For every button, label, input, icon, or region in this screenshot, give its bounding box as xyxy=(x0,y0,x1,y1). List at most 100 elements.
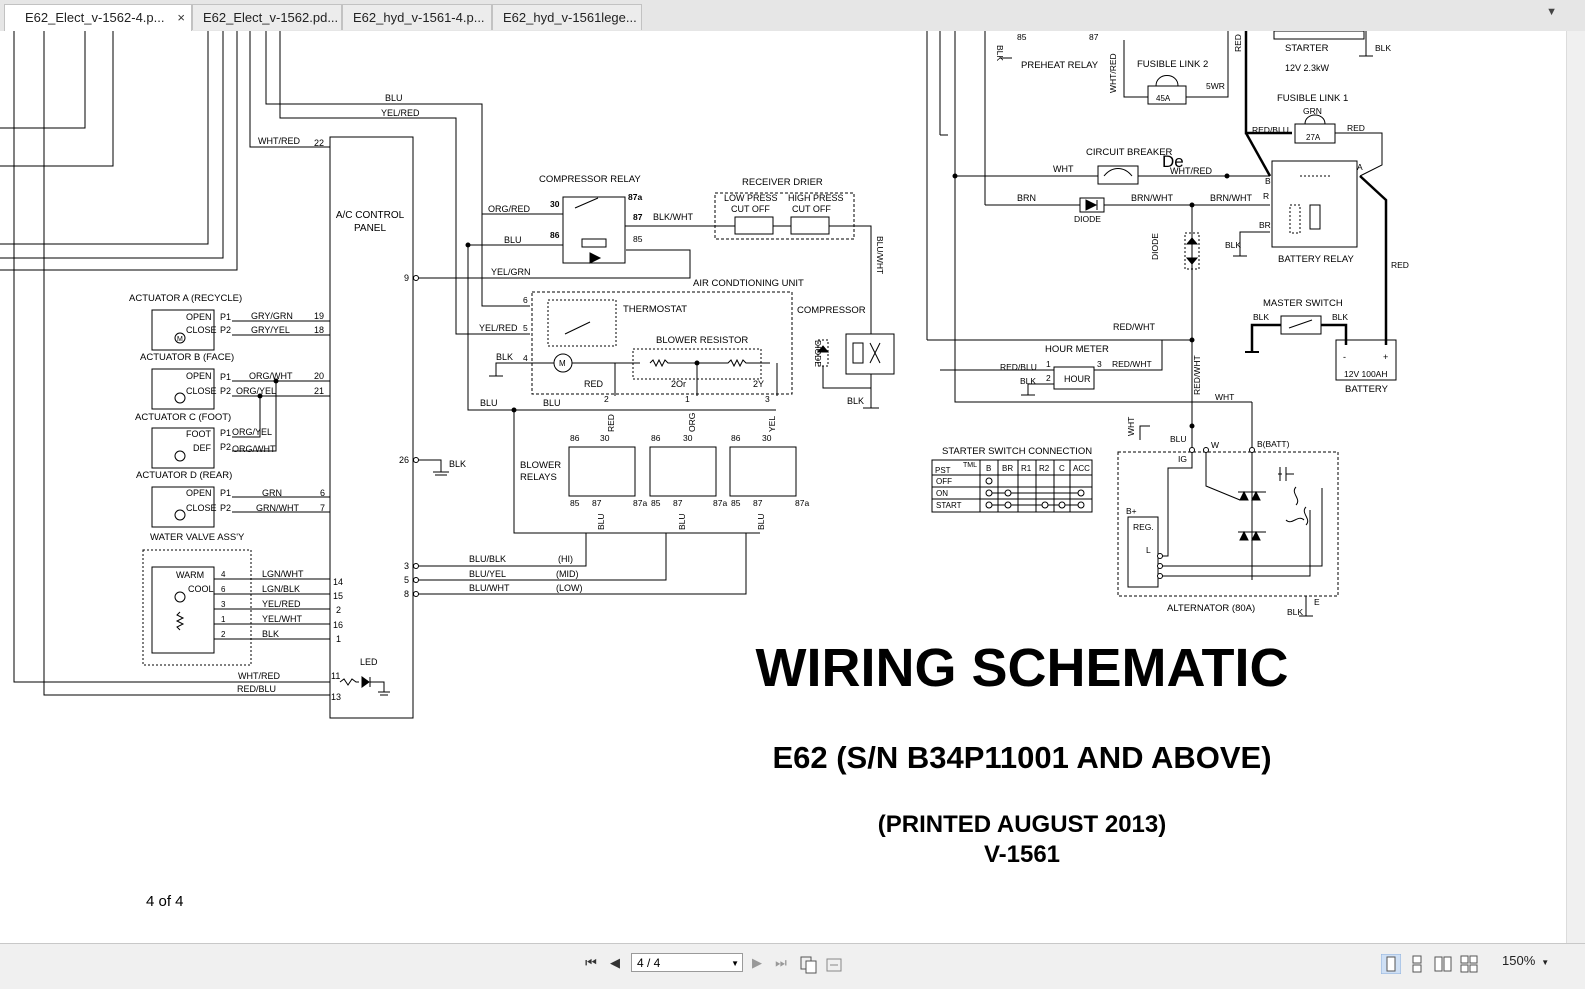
br3-85: 85 xyxy=(731,498,741,508)
hm-pin-1: 1 xyxy=(1046,359,1051,369)
blower-relays: BLOWER RELAYS 86 30 86 30 86 30 85 87 87… xyxy=(520,413,809,530)
br3-87: 87 xyxy=(753,498,763,508)
tab-e62-hyd-legend[interactable]: E62_hyd_v-1561lege... xyxy=(492,4,642,30)
pin-16: 16 xyxy=(333,620,343,630)
wire-wht-cb: WHT xyxy=(1053,164,1074,174)
def-label: DEF xyxy=(193,443,212,453)
prev-page-icon[interactable]: ◀ xyxy=(610,955,620,970)
zoom-select[interactable]: 150%▼ xyxy=(1502,953,1549,968)
low-press-cutoff: CUT OFF xyxy=(731,204,770,214)
tab-label: E62_Elect_v-1562.pd... xyxy=(203,10,339,25)
br3-30: 30 xyxy=(762,433,772,443)
water-valve: WATER VALVE ASS'Y WARM COOL 4 6 3 1 2 LG… xyxy=(142,532,343,666)
wv-pin-2: 2 xyxy=(221,630,226,639)
page-number-input[interactable]: 4 / 4 ▼ xyxy=(631,953,743,972)
hm-pin-2: 2 xyxy=(1046,373,1051,383)
pin-21: 21 xyxy=(314,386,324,396)
row-start: START xyxy=(936,501,962,510)
wire-yel-red-unit: YEL/RED xyxy=(479,323,518,333)
fl1-27a: 27A xyxy=(1306,133,1321,142)
receiver-drier-label: RECEIVER DRIER xyxy=(742,177,823,188)
page-number-value: 4 / 4 xyxy=(637,956,661,970)
actuator-b: ACTUATOR B (FACE) OPEN CLOSE P1 P2 ORG/W… xyxy=(140,352,330,452)
wv-pin-4: 4 xyxy=(221,570,226,579)
battery-relay-label: BATTERY RELAY xyxy=(1278,254,1355,265)
chevron-down-icon[interactable]: ▼ xyxy=(1541,958,1550,967)
wire-label-wht-red: WHT/RED xyxy=(258,136,300,146)
wire-label-yel-red: YEL/RED xyxy=(381,108,420,118)
tab-menu-chevron-icon[interactable]: ▼ xyxy=(1546,6,1557,18)
close-icon[interactable]: × xyxy=(177,10,185,25)
pin-18: 18 xyxy=(314,325,324,335)
pin-9: 9 xyxy=(404,273,409,283)
starter-switch-label: STARTER SWITCH CONNECTION xyxy=(942,446,1092,457)
wire-blk-ph: BLK xyxy=(995,45,1005,61)
blower-resistor-label: BLOWER RESISTOR xyxy=(656,335,748,346)
chevron-down-icon[interactable]: ▼ xyxy=(731,959,739,968)
alternator-label: ALTERNATOR (80A) xyxy=(1167,603,1255,614)
compressor-relay-label: COMPRESSOR RELAY xyxy=(539,174,641,185)
alt-reg: REG. xyxy=(1133,522,1154,532)
br2-87a: 87a xyxy=(713,498,727,508)
wire-blu-br1: BLU xyxy=(596,513,606,530)
open-label: OPEN xyxy=(186,371,212,381)
p2: P2 xyxy=(220,442,231,452)
printed-date: (PRINTED AUGUST 2013) xyxy=(878,811,1167,838)
continuous-view-icon[interactable] xyxy=(1407,954,1427,974)
wire-org-yel-c: ORG/YEL xyxy=(232,427,272,437)
water-valve-label: WATER VALVE ASS'Y xyxy=(150,532,245,543)
ac-unit-label: AIR CONDTIONING UNIT xyxy=(693,278,804,289)
batt-relay-b: B xyxy=(1265,176,1271,186)
cr-pin-87a: 87a xyxy=(628,192,642,202)
wire-blk-comp: BLK xyxy=(847,396,864,406)
vertical-scrollbar[interactable] xyxy=(1566,31,1585,943)
wire-grn-fl1: GRN xyxy=(1303,106,1322,116)
br3-86: 86 xyxy=(731,433,741,443)
circuit-breaker-label: CIRCUIT BREAKER xyxy=(1086,147,1173,158)
actuator-b-label: ACTUATOR B (FACE) xyxy=(140,352,234,363)
unit-pin-6: 6 xyxy=(523,295,528,305)
continuous-facing-view-icon[interactable] xyxy=(1459,954,1479,974)
fit-page-icon[interactable] xyxy=(798,954,818,974)
wire-red-top: RED xyxy=(1233,34,1243,52)
single-page-view-icon[interactable] xyxy=(1381,954,1401,974)
tab-label: E62_hyd_v-1561-4.p... xyxy=(353,10,485,25)
wire-wht-red-r: WHT/RED xyxy=(1108,53,1118,93)
p2: P2 xyxy=(220,503,231,513)
wire-lgn-wht: LGN/WHT xyxy=(262,569,304,579)
preheat-relay-label: PREHEAT RELAY xyxy=(1021,60,1099,71)
tml-header: TML xyxy=(963,462,977,469)
tab-e62-hyd-4[interactable]: E62_hyd_v-1561-4.p... xyxy=(342,4,492,30)
next-page-icon[interactable]: ▶ xyxy=(752,955,762,970)
high-press-cutoff: CUT OFF xyxy=(792,204,831,214)
tab-e62-elect[interactable]: E62_Elect_v-1562.pd... xyxy=(192,4,342,30)
fit-width-icon[interactable] xyxy=(824,954,844,974)
unit-pin-4: 4 xyxy=(523,353,528,363)
alt-bbatt: B(BATT) xyxy=(1257,439,1290,449)
cool-label: COOL xyxy=(188,584,214,594)
led-label: LED xyxy=(360,657,378,667)
wire-blu-br2: BLU xyxy=(677,513,687,530)
thermostat-label: THERMOSTAT xyxy=(623,304,687,315)
wire-wht-red-led: WHT/RED xyxy=(238,671,280,681)
last-page-icon[interactable]: ⏭ xyxy=(775,955,787,970)
hm-pin-3: 3 xyxy=(1097,359,1102,369)
first-page-icon[interactable]: ⏮ xyxy=(585,955,597,970)
alt-e: E xyxy=(1314,597,1320,607)
wire-blu-br3: BLU xyxy=(756,513,766,530)
ac-control-panel-box xyxy=(329,136,414,719)
diode-label-3: DIODE xyxy=(1150,233,1160,260)
br3-87a: 87a xyxy=(795,498,809,508)
alt-ig: IG xyxy=(1178,454,1187,464)
br1-85: 85 xyxy=(570,498,580,508)
wire-blk-br: BLK xyxy=(1225,240,1241,250)
pin-5: 5 xyxy=(404,575,409,585)
page-indicator: 4 of 4 xyxy=(146,893,184,910)
br1-86: 86 xyxy=(570,433,580,443)
unit-pin-5: 5 xyxy=(523,323,528,333)
tab-e62-elect-4[interactable]: E62_Elect_v-1562-4.p... × xyxy=(4,4,192,32)
fl2-45a: 45A xyxy=(1156,94,1171,103)
pin-20: 20 xyxy=(314,371,324,381)
pst-header: PST xyxy=(935,466,951,475)
facing-view-icon[interactable] xyxy=(1433,954,1453,974)
